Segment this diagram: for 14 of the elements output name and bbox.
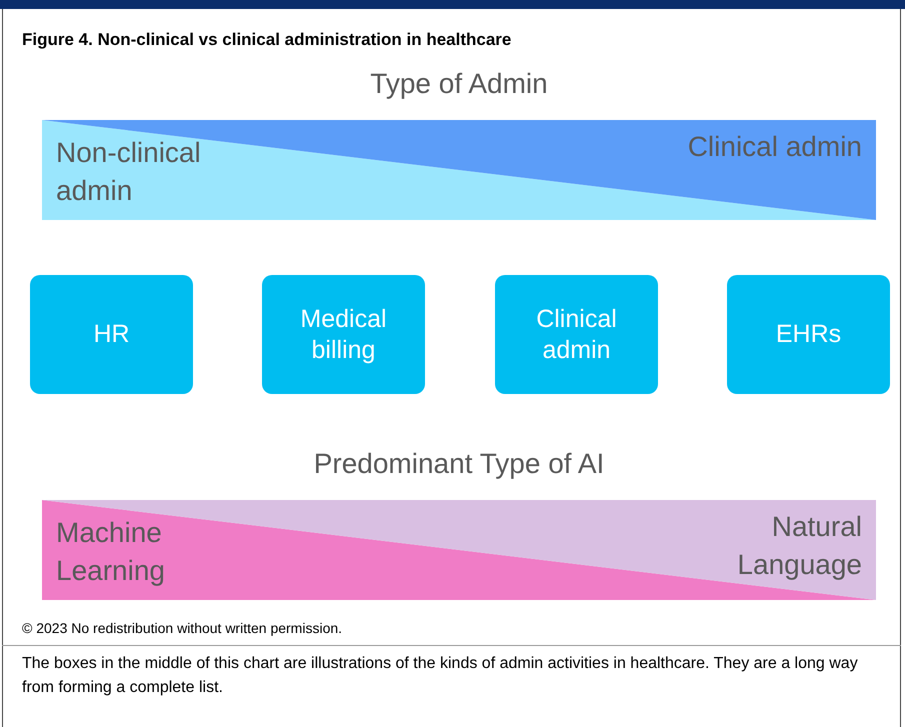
figure-title: Figure 4. Non-clinical vs clinical administration in healthcare [22,30,512,50]
band-end-label: Clinical admin [686,130,862,164]
activity-box: Clinical admin [495,275,658,394]
band-heading: Type of Admin [370,68,548,100]
copyright-notice: © 2023 [22,620,68,636]
activity-box: Medical billing [262,275,425,394]
footnote-text: The boxes in the middle of this chart are illustrations of the kinds of admin activities in healthcare. They are a long way from forming a complete list. [22,654,859,698]
band-heading: Predominant Type of AI [314,448,604,480]
activity-box: HR [30,275,193,394]
band-end-label: Machine Learning [56,516,166,588]
activity-box: EHRs [727,275,890,394]
permission-notice: No redistribution without written permission. [71,620,342,636]
band-end-label: Non-clinical admin [56,136,202,208]
band-end-label: Natural Language [736,510,862,582]
